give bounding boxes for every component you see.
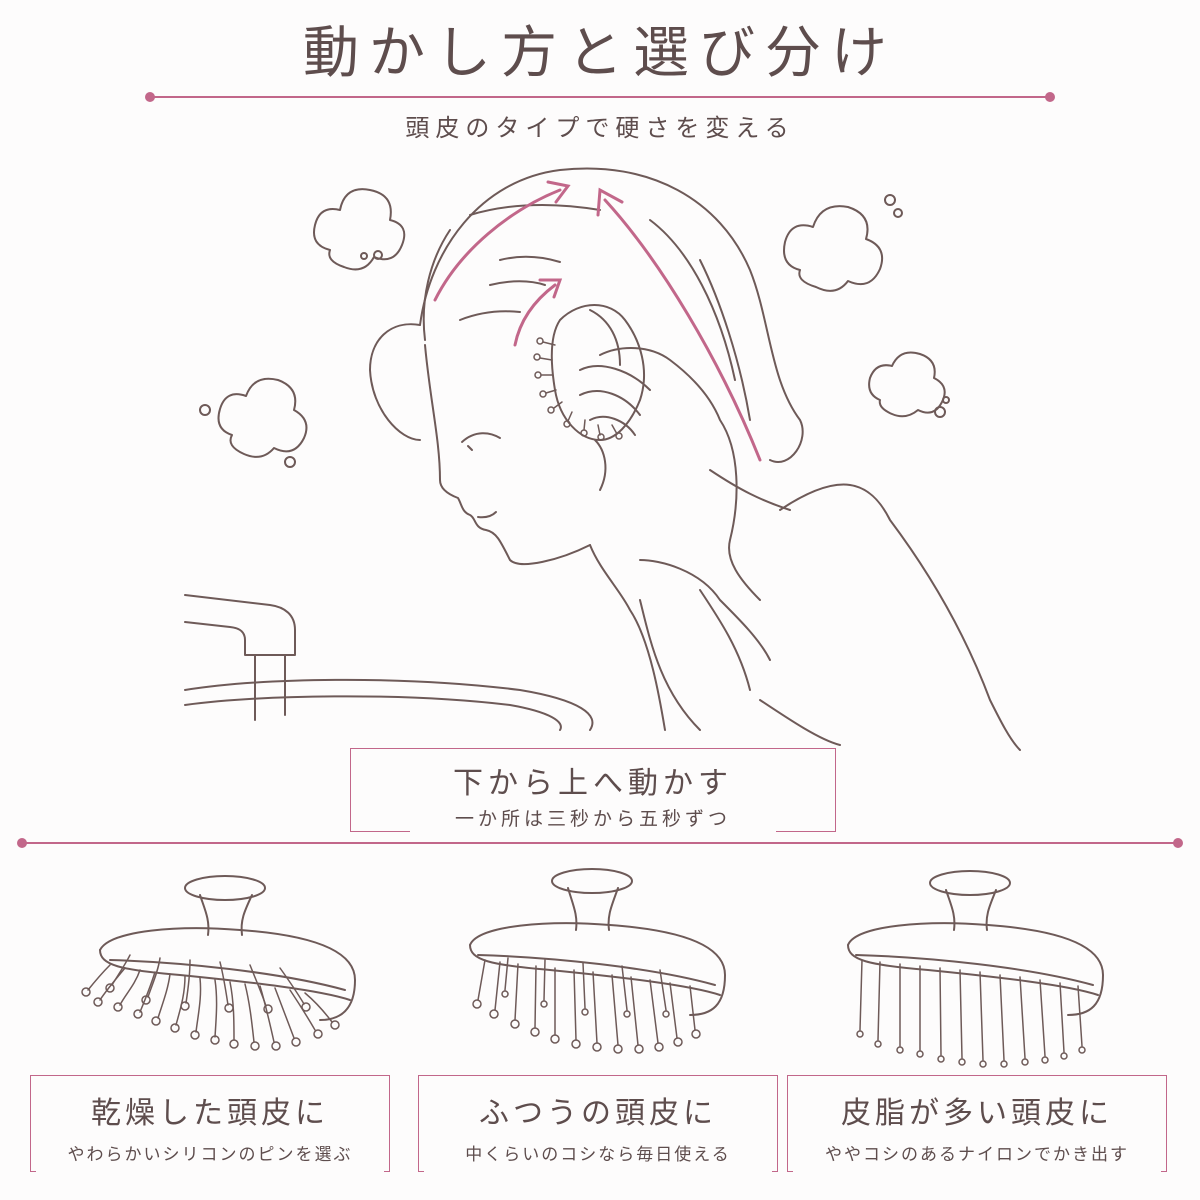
card-normal-subtitle: 中くらいのコシなら毎日使える [465,1145,731,1165]
card-dry-subtitle: やわらかいシリコンのピンを選ぶ [67,1145,353,1165]
brush-soft-pins [81,875,356,1051]
card-normal-title: ふつうの頭皮に [479,1096,717,1131]
faucet-icon [184,594,296,721]
card-oily-subtitle: ややコシのあるナイロンでかき出す [825,1145,1129,1165]
instruction-subtitle: 一か所は三秒から五秒ずつ [454,808,731,830]
page-title: 動かし方と選び分け [303,21,897,86]
upward-arrow-icon [433,180,762,462]
instruction-title: 下から上へ動かす [453,766,733,801]
bubble-icon [783,194,903,292]
bubble-icon [868,351,950,418]
card-oily-title: 皮脂が多い頭皮に [841,1096,1113,1131]
card-dry-title: 乾燥した頭皮に [91,1096,329,1131]
brush-medium-pins [469,868,726,1054]
rule-dot-right [1045,92,1055,102]
section-dot-right [1173,838,1183,848]
brush-firm-pins [847,870,1104,1068]
bubble-icon [313,188,406,271]
section-rule [22,842,1178,844]
page-subtitle: 頭皮のタイプで硬さを変える [405,114,795,142]
bubble-icon [199,377,308,468]
title-rule [150,96,1050,98]
